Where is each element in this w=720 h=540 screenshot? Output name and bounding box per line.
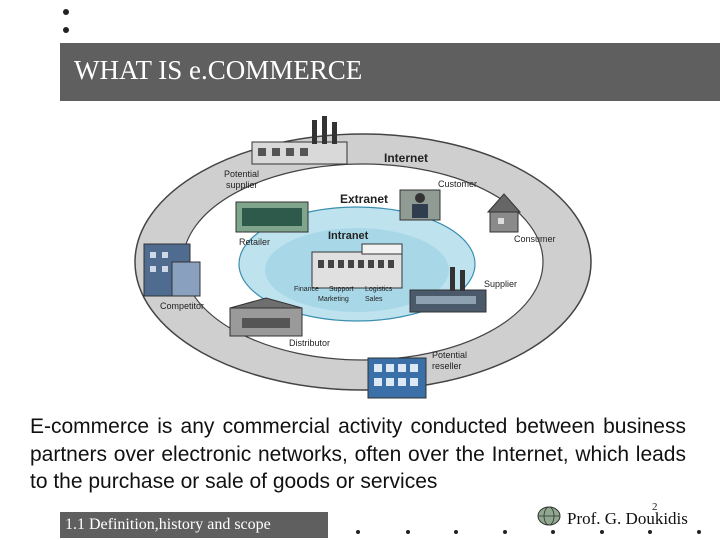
title-bar [60,43,720,101]
bullet-dot [697,530,701,534]
author-name: Prof. G. Doukidis [567,509,688,528]
label-potential-supplier: Potential supplier [224,169,262,190]
label-supplier: Supplier [484,279,517,289]
function-finance: Finance [294,286,319,293]
bullet-dot [406,530,410,534]
label-potential-reseller: Potential reseller [432,350,470,371]
supplier-factory-icon [409,267,487,313]
label-competitor: Competitor [160,301,204,311]
footer-section-box [60,512,328,538]
bullet-dot [551,530,555,534]
label-customer: Customer [438,179,477,189]
customer-icon [399,189,441,221]
bullet-dot [648,530,652,534]
retailer-store-icon [235,201,309,233]
bullet-dot [63,27,69,33]
bullet-dot [600,530,604,534]
footer-section-label: 1.1 Definition,history and scope [65,516,271,533]
extranet-label: Extranet [340,192,388,206]
function-logistics: Logistics [365,286,393,293]
competitor-building-icon [143,243,201,297]
page-number: 2 [652,501,658,513]
label-consumer: Consumer [514,234,556,244]
bullet-dot [63,9,69,15]
internet-label: Internet [384,151,428,165]
ecommerce-network-diagram: Internet Extranet Intranet Finance Suppo… [134,116,592,399]
potential-supplier-factory-icon [251,116,348,165]
central-building-icon [311,243,403,289]
bullet-dot [454,530,458,534]
consumer-house-icon [486,193,522,233]
function-marketing: Marketing [318,296,349,303]
globe-icon [537,506,561,526]
label-retailer: Retailer [239,237,270,247]
bullet-dot [356,530,360,534]
potential-reseller-building-icon [367,357,427,399]
definition-paragraph: E-commerce is any commercial activity co… [30,415,686,493]
bullet-dot [503,530,507,534]
label-distributor: Distributor [289,338,330,348]
slide-title: WHAT IS e.COMMERCE [74,55,363,85]
function-sales: Sales [365,296,383,303]
distributor-warehouse-icon [229,297,303,337]
function-support: Support [329,286,354,293]
intranet-label: Intranet [328,230,369,242]
